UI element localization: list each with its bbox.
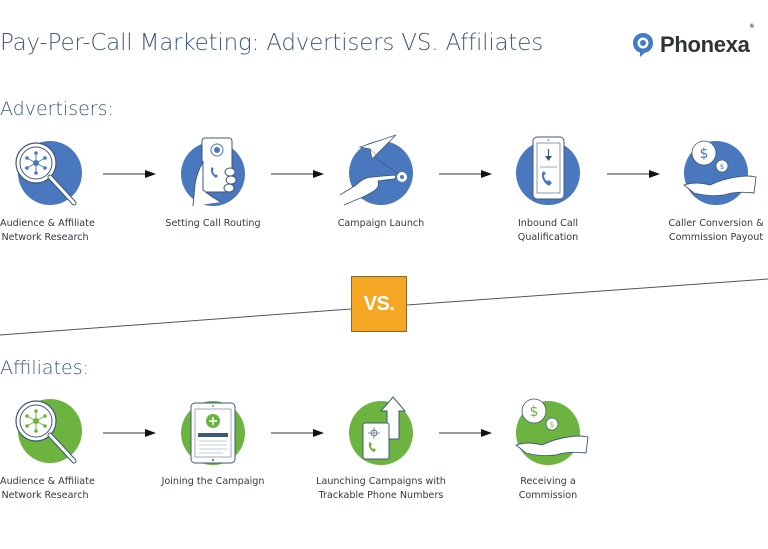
advertiser-step-label: Campaign Launch — [337, 218, 425, 229]
vs-label: VS. — [363, 292, 395, 315]
arrow-right-icon — [103, 170, 156, 178]
tracking-card-arrow-up-icon — [349, 396, 413, 465]
hand-coins-commission-icon: $ $ — [515, 398, 589, 465]
affiliate-step-label: Joining the Campaign — [161, 476, 265, 487]
arrow-right-icon — [607, 170, 660, 178]
svg-text:$: $ — [720, 163, 724, 171]
arrow-right-icon — [271, 170, 324, 178]
page-title: Pay-Per-Call Marketing: Advertisers VS. … — [0, 30, 543, 56]
advertiser-step-label: Setting Call Routing — [165, 218, 261, 229]
tablet-join-campaign-icon — [181, 401, 245, 465]
location-chat-pin-icon — [633, 33, 653, 57]
arrow-right-icon — [103, 429, 156, 437]
logo-wordmark: Phonexa® — [660, 24, 754, 57]
magnifier-network-icon — [15, 399, 82, 464]
arrow-right-icon — [439, 170, 492, 178]
phonexa-logo: Phonexa® — [632, 24, 754, 60]
hand-phone-routing-icon — [181, 137, 245, 207]
arrow-right-icon — [271, 429, 324, 437]
magnifier-network-icon — [15, 141, 82, 206]
svg-text:$: $ — [550, 421, 554, 429]
vs-badge: VS. — [351, 276, 407, 332]
hand-coins-payout-icon: $ $ — [683, 140, 757, 205]
paper-plane-launch-icon — [339, 134, 413, 206]
advertiser-step-label: Caller Conversion &Commission Payout — [668, 218, 764, 243]
affiliates-heading: Affiliates: — [0, 357, 90, 379]
arrow-right-icon — [439, 429, 492, 437]
phone-inbound-call-icon — [516, 136, 580, 205]
svg-text:$: $ — [700, 146, 709, 162]
advertisers-heading: Advertisers: — [0, 98, 114, 120]
svg-text:$: $ — [530, 404, 539, 420]
